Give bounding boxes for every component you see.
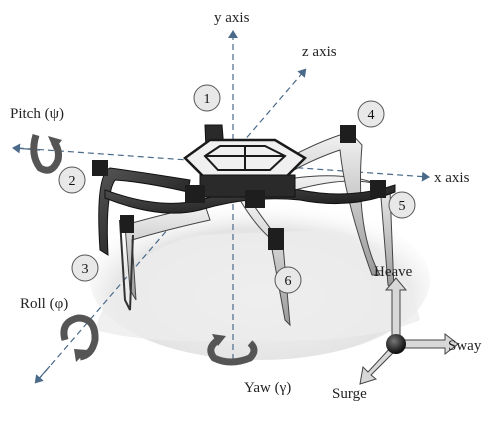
- leg-number-2: 2: [69, 174, 76, 189]
- translation-origin-sphere: [386, 334, 406, 354]
- sway-label: Sway: [448, 338, 482, 354]
- yaw-label: Yaw (γ): [244, 380, 291, 396]
- leg-marker-3: 3: [72, 255, 98, 281]
- surge-label: Surge: [332, 386, 367, 402]
- z-axis-negative-arrow: [36, 366, 50, 382]
- leg-marker-6: 6: [275, 267, 301, 293]
- leg-marker-4: 4: [358, 101, 384, 127]
- heave-label: Heave: [374, 264, 413, 280]
- z-axis-label: z axis: [302, 44, 337, 60]
- leg-number-1: 1: [204, 92, 211, 107]
- leg-number-3: 3: [82, 262, 89, 277]
- leg-marker-2: 2: [59, 167, 85, 193]
- leg-number-4: 4: [368, 108, 375, 123]
- roll-label: Roll (φ): [20, 296, 68, 312]
- y-axis-label: y axis: [214, 10, 250, 26]
- leg-marker-1: 1: [194, 85, 220, 111]
- pitch-label: Pitch (ψ): [10, 106, 64, 122]
- roll-rotation-arrow: [64, 318, 95, 362]
- leg-marker-5: 5: [389, 192, 415, 218]
- pitch-rotation-arrow: [34, 135, 62, 170]
- leg-number-6: 6: [285, 274, 292, 289]
- x-axis-label: x axis: [434, 170, 470, 186]
- leg-number-5: 5: [399, 199, 406, 214]
